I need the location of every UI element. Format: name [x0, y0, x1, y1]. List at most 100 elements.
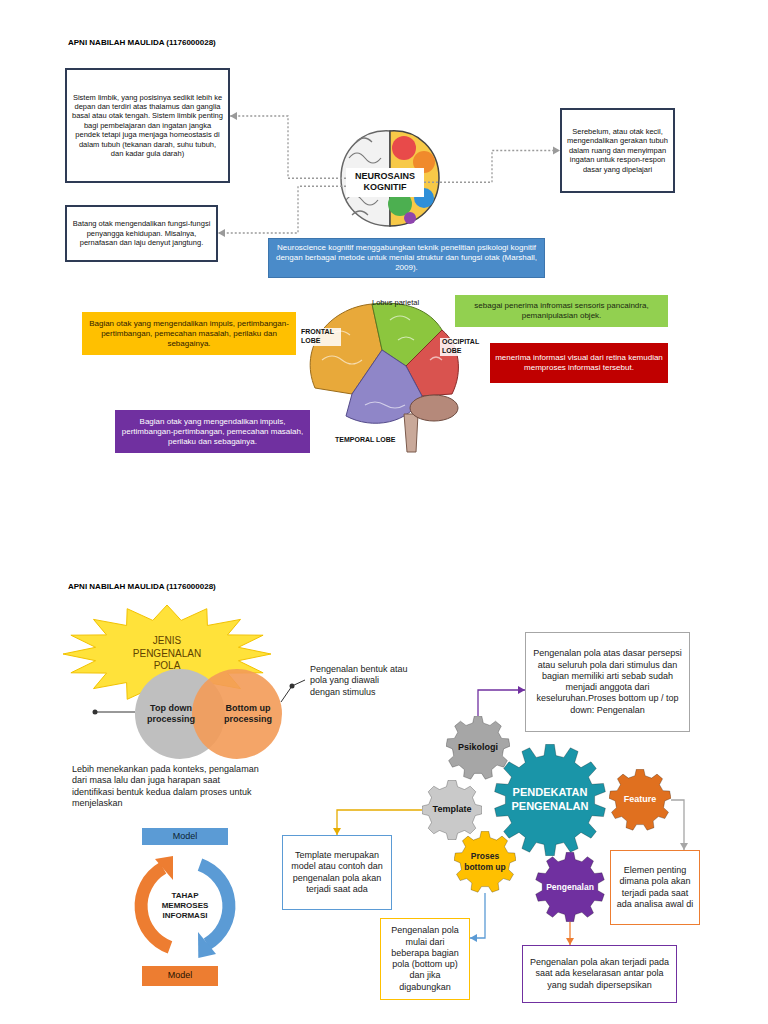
model-box: Model	[142, 966, 218, 986]
arrowhead	[230, 112, 237, 120]
node-text: Pengenalan pola mulai dari beberapa bagi…	[386, 925, 464, 993]
cycle-arrowhead	[155, 856, 173, 880]
node-text: JENIS PENGENALAN POLA	[119, 635, 215, 673]
venn-circle: Bottom up processing	[192, 669, 282, 759]
text-box: menerima informasi visual dari retina ke…	[490, 343, 668, 383]
gear: Feature	[609, 769, 671, 831]
text-box: Elemen penting dimana pola akan terjadi …	[610, 850, 700, 925]
connector-line	[424, 151, 560, 183]
connector-line	[671, 800, 684, 850]
title-box: NEUROSAINS KOGNITIF	[346, 168, 424, 197]
cycle-arrowhead	[198, 932, 216, 958]
text-box: Pengenalan pola akan terjadi pada saat a…	[522, 945, 677, 1003]
node-text: Top down processing	[143, 703, 199, 726]
connector	[424, 147, 560, 183]
label-text: APNI NABILAH MAULIDA (1176000028)	[68, 582, 216, 592]
info-band: Neuroscience kognitif menggabungkan tekn…	[268, 238, 545, 278]
label-holder: TEMPORAL LOBE	[333, 428, 403, 446]
text-box: Batang otak mengendalikan fungsi-fungsi …	[65, 205, 218, 262]
node-text: Bagian otak yang mengendalikan impuls, p…	[86, 319, 292, 349]
brain-illustration	[341, 131, 439, 226]
label-holder: Lobus parietal	[372, 291, 442, 309]
label-holder: APNI NABILAH MAULIDA (1176000028)	[68, 575, 328, 593]
node-text: Neuroscience kognitif menggabungkan tekn…	[273, 243, 540, 273]
label-holder: APNI NABILAH MAULIDA (1176000028)	[68, 31, 328, 49]
connector-line	[337, 810, 422, 835]
connector	[566, 922, 574, 945]
gear: Pengenalan	[535, 852, 605, 922]
node-text: Psikologi	[458, 742, 498, 753]
arrowhead	[333, 828, 341, 835]
arrowhead	[518, 686, 525, 694]
label-text: Pengenalan bentuk atau pola yang diawali…	[310, 664, 408, 698]
arrowhead	[566, 938, 574, 945]
gear-outline	[609, 769, 671, 830]
connector	[470, 893, 485, 942]
connector-line	[470, 893, 485, 938]
gear-outline	[536, 852, 605, 922]
leader-dot	[93, 710, 98, 715]
leader-line	[95, 712, 135, 713]
connector-line	[478, 690, 525, 716]
gear-outline	[422, 780, 481, 839]
leader-line	[281, 680, 305, 702]
node-text: Template	[433, 804, 472, 815]
node-text: Serebelum, atau otak kecil, mengendalika…	[567, 127, 668, 174]
text-box: Bagian otak yang mengendalikan impuls, p…	[82, 312, 296, 355]
node-text: sebagai penerima infromasi sensoris panc…	[459, 301, 664, 321]
node-text: menerima informasi visual dari retina ke…	[494, 353, 664, 373]
gear: Psikologi	[446, 716, 510, 780]
label-text: APNI NABILAH MAULIDA (1176000028)	[68, 38, 216, 48]
gear-outline	[446, 716, 510, 779]
gear: PENDEKATAN PENGENALAN	[494, 744, 606, 856]
gear-outline	[495, 744, 606, 856]
text-box: Bagian otak yang mengendalikan impuls, p…	[115, 410, 310, 453]
node-text: Feature	[624, 794, 657, 805]
node-text: Sistem limbik, yang posisinya sedikit le…	[72, 93, 223, 159]
arrowhead	[470, 934, 477, 942]
brain-color-patch	[392, 136, 416, 160]
label-holder: FRONTAL LOBE	[299, 328, 341, 347]
text-box: Pengenalan pola mulai dari beberapa bagi…	[380, 918, 470, 1000]
label-holder: OCCIPITAL LOBE	[440, 338, 488, 357]
node-text: PENDEKATAN PENGENALAN	[510, 786, 591, 814]
model-box: Model	[142, 828, 228, 845]
text-box: Template merupakan model atau contoh dan…	[282, 835, 392, 910]
gear: Template	[422, 780, 482, 840]
brain-stem	[404, 414, 418, 452]
node-text: TAHAP MEMROSES INFORMASI	[152, 891, 218, 921]
connector	[218, 186, 346, 237]
node-text: Bagian otak yang mengendalikan impuls, p…	[119, 417, 306, 447]
node-text: Template merupakan model atau contoh dan…	[288, 850, 386, 895]
node-text: Pengenalan pola akan terjadi pada saat a…	[528, 957, 671, 991]
text-box: Serebelum, atau otak kecil, mengendalika…	[560, 108, 675, 193]
connector-line	[218, 186, 346, 233]
text-box: Sistem limbik, yang posisinya sedikit le…	[65, 68, 230, 183]
node-text: Proses bottom up	[463, 851, 508, 872]
connector	[671, 800, 688, 850]
node-text: Batang otak mengendalikan fungsi-fungsi …	[72, 219, 211, 247]
connector	[333, 810, 422, 835]
connector-line	[230, 116, 346, 178]
node-text: Model	[173, 831, 198, 842]
node-text: Model	[168, 970, 193, 981]
brain-color-patch	[404, 212, 416, 224]
gear: Proses bottom up	[454, 831, 516, 893]
node-text: NEUROSAINS KOGNITIF	[349, 171, 421, 194]
label-text: FRONTAL LOBE	[299, 328, 341, 346]
lobes-illustration	[310, 303, 458, 452]
temporal-lobe	[346, 350, 422, 423]
label-text: OCCIPITAL LOBE	[440, 338, 488, 356]
arrowhead	[680, 843, 688, 850]
arrowhead	[553, 147, 560, 155]
cerebellum	[410, 395, 458, 421]
label-text: Lobus parietal	[372, 298, 419, 307]
node-text: Bottom up processing	[220, 703, 276, 726]
text-box: sebagai penerima infromasi sensoris panc…	[455, 295, 668, 327]
arrowhead	[218, 229, 225, 237]
text-box: Pengenalan pola atas dasar persepsi atau…	[525, 632, 690, 732]
connector	[478, 686, 525, 716]
label-holder: Lebih menekankan pada konteks, pengalama…	[72, 764, 262, 810]
node-text: Elemen penting dimana pola akan terjadi …	[616, 865, 694, 910]
